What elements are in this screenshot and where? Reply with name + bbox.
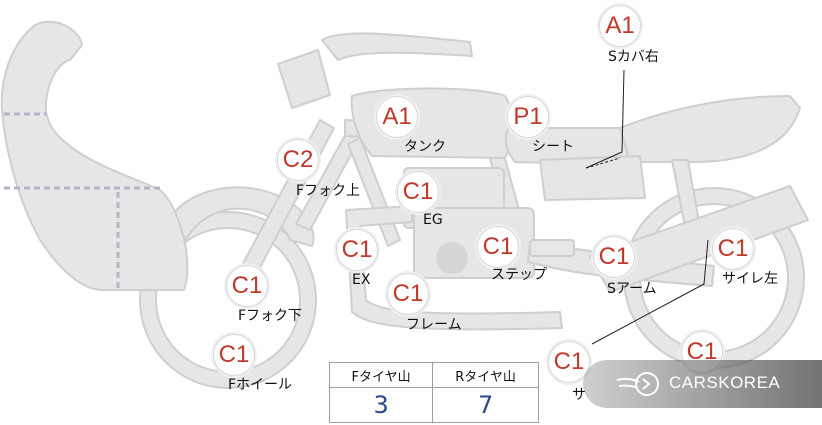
rear-tire-header: Rタイヤ山: [432, 362, 539, 388]
grade-badge-f-fork-upper: C2: [277, 139, 319, 181]
grade-badge-seat: P1: [507, 96, 549, 138]
part-label-engine: EG: [423, 212, 443, 228]
carskorea-watermark: CARSKOREA: [583, 360, 822, 408]
grade-badge-frame: C1: [387, 273, 429, 315]
step-bar: [529, 239, 575, 257]
grade-badge-silencer-left: C1: [712, 228, 754, 270]
side-cover: [539, 155, 646, 201]
part-label-frame: フレーム: [406, 317, 462, 333]
watermark-text: CARSKOREA: [669, 373, 781, 392]
grade-badge-lower-right-1: C1: [548, 341, 590, 383]
grade-badge-s-cover-right: A1: [599, 5, 641, 47]
handlebar: [321, 32, 473, 61]
grade-badge-f-fork-lower: C1: [226, 265, 268, 307]
grade-badge-tank: A1: [376, 96, 418, 138]
leader-s-cover: [585, 69, 625, 169]
part-label-s-arm: Sアーム: [607, 281, 657, 297]
tail-cowl: [619, 95, 801, 163]
part-label-f-fork-lower: Fフォク下: [238, 308, 303, 324]
part-label-s-cover-right: Sカバ右: [608, 49, 659, 65]
grade-badge-exhaust: C1: [336, 229, 378, 271]
grade-badge-s-arm: C1: [593, 236, 635, 278]
silencer: [589, 185, 809, 293]
part-label-lower-right-1: サ: [572, 387, 586, 403]
rear-tire-value: 7: [432, 387, 539, 423]
part-label-seat: シート: [532, 139, 574, 155]
front-tire-value: 3: [328, 387, 434, 423]
part-label-exhaust: EX: [352, 272, 371, 288]
part-label-tank: タンク: [404, 139, 446, 155]
leader-silencer: [591, 239, 709, 345]
grade-badge-step: C1: [477, 226, 519, 268]
front-tire-header: Fタイヤ山: [328, 362, 434, 388]
exhaust-pipe: [345, 205, 563, 331]
grade-badge-engine: C1: [397, 171, 439, 213]
tire-tread-table: Fタイヤ山 Rタイヤ山 3 7: [328, 362, 539, 423]
headlight: [277, 49, 331, 109]
part-label-f-wheel: Fホイール: [228, 377, 293, 393]
part-label-step: ステップ: [491, 267, 547, 283]
part-label-f-fork-upper: Fフォク上: [296, 183, 361, 199]
carskorea-logo-icon: [616, 372, 659, 396]
fairing: [0, 20, 189, 291]
grade-badge-f-wheel: C1: [213, 334, 255, 376]
part-label-silencer-left: サイレ左: [722, 271, 778, 287]
